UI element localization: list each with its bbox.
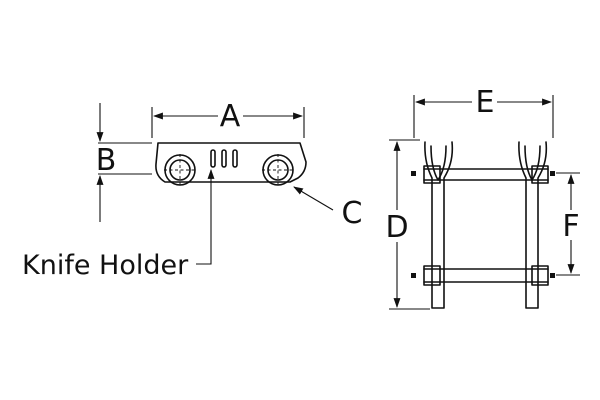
dimension-b: B xyxy=(96,103,152,222)
dimension-d: D xyxy=(385,139,430,310)
knife-slots xyxy=(210,149,238,168)
label-e: E xyxy=(476,85,495,120)
left-tube xyxy=(424,141,454,309)
label-d: D xyxy=(385,210,408,245)
right-rod-hole xyxy=(262,154,294,186)
mounting-screws xyxy=(411,171,555,278)
knife-holder-callout: Knife Holder xyxy=(22,169,215,281)
label-a: A xyxy=(220,99,241,134)
dimension-a: A xyxy=(151,99,305,138)
top-view: A B C Knife Holder xyxy=(22,99,362,281)
label-f: F xyxy=(562,209,579,244)
label-c: C xyxy=(342,196,363,231)
left-rod-hole xyxy=(164,154,196,186)
dimension-f: F xyxy=(556,172,580,276)
dimension-c: C xyxy=(293,186,363,231)
front-view: E D F xyxy=(385,85,580,310)
dimension-e: E xyxy=(413,85,554,138)
label-b: B xyxy=(96,143,117,178)
holder-body-outline xyxy=(155,142,307,183)
label-knife-holder: Knife Holder xyxy=(22,250,189,281)
crossbars xyxy=(423,165,549,286)
